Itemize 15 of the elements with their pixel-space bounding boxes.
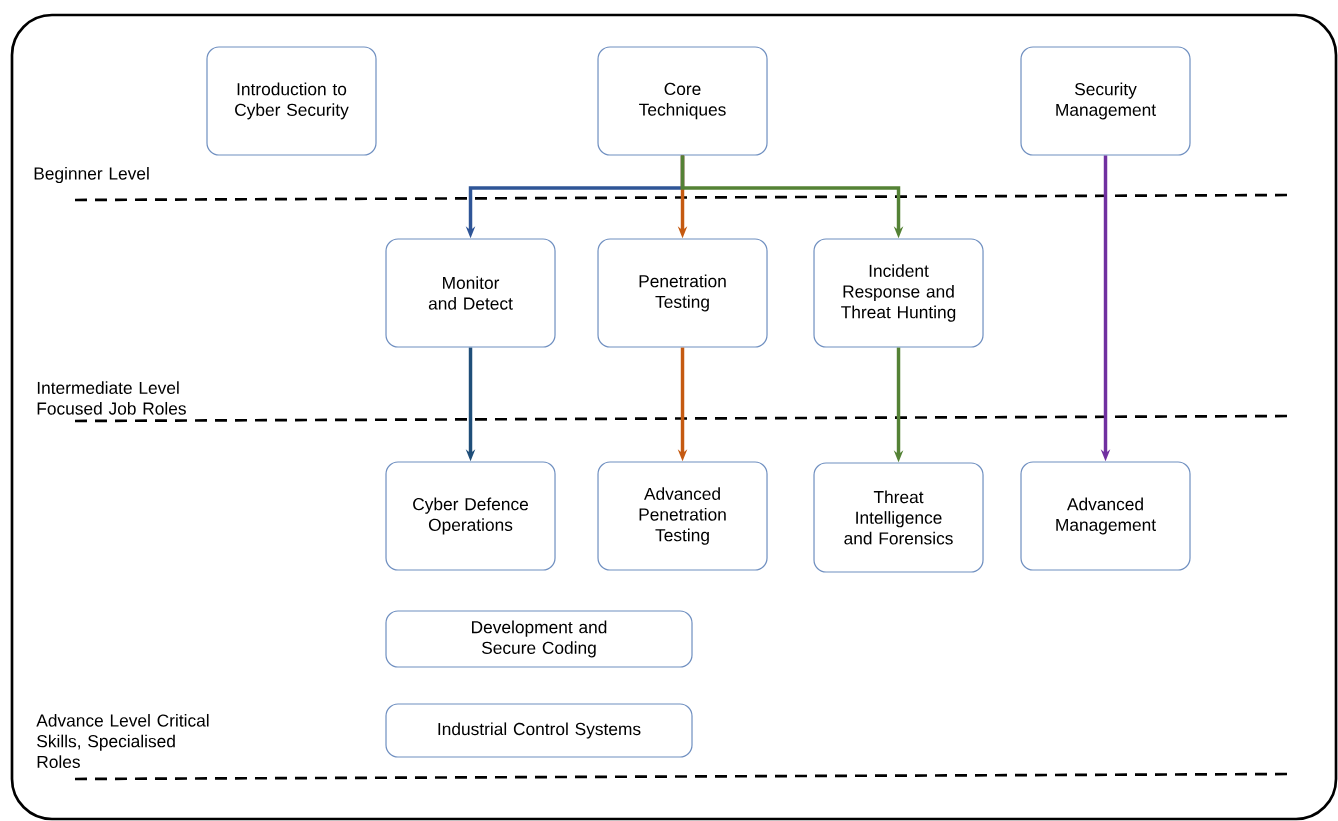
course-box: Security Management (1020, 46, 1191, 156)
course-box: Penetration Testing (597, 238, 768, 348)
course-box: Advanced Penetration Testing (597, 461, 768, 571)
course-box: Monitor and Detect (385, 238, 556, 348)
level-label: Beginner Level (34, 166, 149, 184)
course-box: Threat Intelligence and Forensics (813, 462, 984, 573)
course-box: Industrial Control Systems (385, 703, 693, 758)
course-box: Advanced Management (1020, 461, 1191, 571)
level-label: Advance Level Critical Skills, Specialised Roles (36, 713, 209, 769)
level-label: Intermediate Level Focused Job Roles (37, 381, 186, 415)
course-box: Cyber Defence Operations (385, 461, 556, 571)
course-box: Development and Secure Coding (385, 610, 693, 668)
course-box: Incident Response and Threat Hunting (813, 238, 984, 348)
course-box: Introduction to Cyber Security (206, 46, 377, 156)
course-box: Core Techniques (597, 46, 768, 156)
